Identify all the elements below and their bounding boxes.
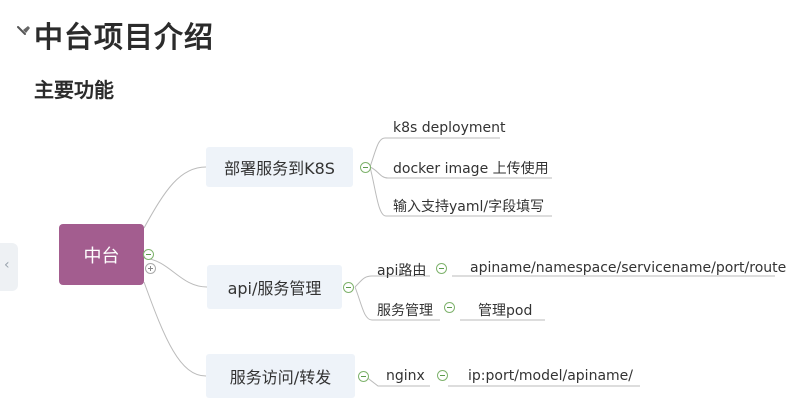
leaf-yaml-input[interactable]: 输入支持yaml/字段填写 <box>393 199 545 215</box>
collapse-minus-icon[interactable] <box>437 370 448 381</box>
collapse-minus-icon[interactable] <box>436 263 447 274</box>
expand-plus-icon[interactable] <box>145 263 156 274</box>
collapse-minus-icon[interactable] <box>143 249 154 260</box>
topic-label: 部署服务到K8S <box>224 159 335 178</box>
chevron-left-icon: ‹ <box>4 257 10 273</box>
section-heading: 主要功能 <box>34 78 114 102</box>
side-panel-toggle[interactable]: ‹ <box>0 243 18 291</box>
leaf-manage-pod[interactable]: 管理pod <box>478 303 533 319</box>
leaf-docker-image[interactable]: docker image 上传使用 <box>393 161 549 177</box>
connector-root-topic2 <box>143 257 208 288</box>
leaf-k8s-deployment[interactable]: k8s deployment <box>393 120 506 136</box>
collapse-minus-icon[interactable] <box>358 371 369 382</box>
collapse-minus-icon[interactable] <box>444 302 455 313</box>
pin-icon <box>17 26 30 35</box>
leaf-api-route-path[interactable]: apiname/namespace/servicename/port/route <box>470 260 787 276</box>
leaf-api-route[interactable]: api路由 <box>377 263 427 279</box>
connector-topic1-leaf3 <box>369 166 552 217</box>
leaf-nginx[interactable]: nginx <box>386 368 425 384</box>
mindmap-root[interactable]: 中台 <box>59 224 144 285</box>
collapse-minus-icon[interactable] <box>360 162 371 173</box>
topic-label: 服务访问/转发 <box>229 368 332 387</box>
connector-topic2-sub1 <box>354 275 430 288</box>
connector-topic2-sub2 <box>354 286 440 321</box>
connector-topic3-sub1 <box>364 375 430 387</box>
topic-api-service-management[interactable]: api/服务管理 <box>207 265 342 309</box>
topic-label: api/服务管理 <box>227 279 322 298</box>
connector-topic1-leaf1 <box>369 137 500 168</box>
topic-service-access-forward[interactable]: 服务访问/转发 <box>206 354 355 398</box>
page-title: 中台项目介绍 <box>34 20 215 54</box>
connector-topic1-leaf2 <box>369 166 552 179</box>
connector-root-topic1 <box>143 166 207 229</box>
leaf-service-management[interactable]: 服务管理 <box>377 303 433 319</box>
leaf-nginx-path[interactable]: ip:port/model/apiname/ <box>468 368 633 384</box>
collapse-minus-icon[interactable] <box>343 282 354 293</box>
topic-deploy-k8s[interactable]: 部署服务到K8S <box>206 147 353 187</box>
connector-root-topic3 <box>143 281 207 377</box>
